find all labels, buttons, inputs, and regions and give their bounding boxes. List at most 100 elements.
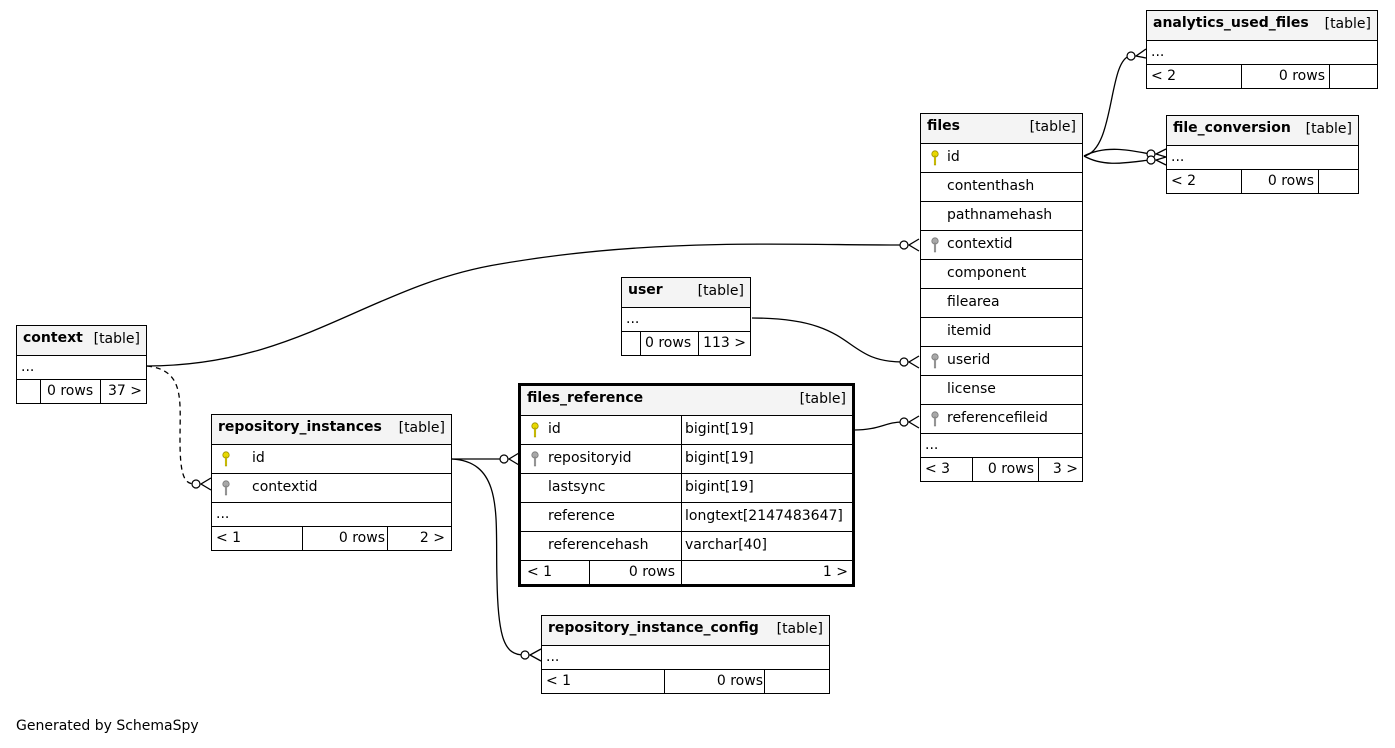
foreign-key-icon xyxy=(931,237,939,253)
column-row: license xyxy=(921,375,1082,404)
crowfoot xyxy=(507,452,520,466)
table-type: [table] xyxy=(776,621,823,637)
edge-end-circle xyxy=(899,357,909,367)
table-type: [table] xyxy=(1324,16,1371,32)
column-row: component xyxy=(921,259,1082,288)
column-row: id xyxy=(212,444,451,473)
edge-files-analytics xyxy=(1083,55,1131,157)
table-name: repository_instance_config xyxy=(548,620,759,636)
edge-end-circle xyxy=(899,417,909,427)
column-name: license xyxy=(947,381,996,397)
table-type: [table] xyxy=(1029,119,1076,135)
column-type: bigint[19] xyxy=(685,421,754,437)
table-name: repository_instances xyxy=(218,419,382,435)
table-header: files_reference [table] xyxy=(521,386,852,415)
more-ellipsis: ... xyxy=(21,359,35,375)
column-row: id xyxy=(921,143,1082,172)
crowfoot xyxy=(907,238,920,252)
edge-end-circle xyxy=(899,240,909,250)
footer-children: 113 > xyxy=(703,335,746,351)
primary-key-icon xyxy=(531,422,539,438)
column-name: repositoryid xyxy=(548,450,632,466)
table-user[interactable]: user [table] ... 0 rows 113 > xyxy=(621,277,751,356)
column-name: reference xyxy=(548,508,615,524)
edge-files-conversion-b xyxy=(1083,155,1151,164)
table-analytics-used-files[interactable]: analytics_used_files [table] ... < 2 0 r… xyxy=(1146,10,1378,89)
table-footer: < 1 0 rows xyxy=(542,669,829,693)
foreign-key-icon xyxy=(931,411,939,427)
edge-end-circle xyxy=(191,479,201,489)
footer-children: 1 > xyxy=(822,564,848,580)
crowfoot xyxy=(199,477,212,491)
table-header: user [table] xyxy=(622,278,750,307)
table-footer: 0 rows 113 > xyxy=(622,331,750,355)
table-header: context [table] xyxy=(17,326,146,355)
column-type: bigint[19] xyxy=(685,450,754,466)
foreign-key-icon xyxy=(931,353,939,369)
footer-rows: 0 rows xyxy=(1278,68,1325,84)
column-row: contenthash xyxy=(921,172,1082,201)
generated-by-note: Generated by SchemaSpy xyxy=(16,718,199,734)
table-footer: < 3 0 rows 3 > xyxy=(921,457,1082,481)
footer-parents: < 1 xyxy=(546,673,572,689)
table-file-conversion[interactable]: file_conversion [table] ... < 2 0 rows xyxy=(1166,115,1359,194)
column-name: itemid xyxy=(947,323,992,339)
edge-context-files xyxy=(146,243,904,367)
footer-parents: < 2 xyxy=(1171,173,1197,189)
column-row: id bigint[19] xyxy=(521,415,852,444)
column-name: referencehash xyxy=(548,537,649,553)
column-row: lastsync bigint[19] xyxy=(521,473,852,502)
column-row: userid xyxy=(921,346,1082,375)
table-footer: < 2 0 rows xyxy=(1167,169,1358,193)
footer-rows: 0 rows xyxy=(47,383,94,399)
table-footer: < 1 0 rows 2 > xyxy=(212,526,451,550)
column-name: contenthash xyxy=(947,178,1035,194)
more-row: ... xyxy=(542,645,829,669)
footer-rows: 0 rows xyxy=(1267,173,1314,189)
table-name: files xyxy=(927,118,961,134)
table-header: analytics_used_files [table] xyxy=(1147,11,1377,40)
table-context[interactable]: context [table] ... 0 rows 37 > xyxy=(16,325,147,404)
column-row: filearea xyxy=(921,288,1082,317)
edge-repoinst-config xyxy=(451,458,525,656)
column-row: pathnamehash xyxy=(921,201,1082,230)
table-header: files [table] xyxy=(921,114,1082,143)
more-ellipsis: ... xyxy=(216,506,230,522)
more-row: ... xyxy=(622,307,750,331)
column-row: reference longtext[2147483647] xyxy=(521,502,852,531)
column-name: id xyxy=(947,149,960,165)
column-row: referencefileid xyxy=(921,404,1082,433)
table-repository-instance-config[interactable]: repository_instance_config [table] ... <… xyxy=(541,615,830,694)
column-name: id xyxy=(548,421,561,437)
edge-end-circle xyxy=(499,454,509,464)
more-ellipsis: ... xyxy=(626,311,640,327)
footer-parents: < 2 xyxy=(1151,68,1177,84)
table-files-reference[interactable]: files_reference [table] id bigint[19] re… xyxy=(518,383,855,587)
table-footer: < 2 0 rows xyxy=(1147,64,1377,88)
column-row: repositoryid bigint[19] xyxy=(521,444,852,473)
table-type: [table] xyxy=(93,331,140,347)
table-header: file_conversion [table] xyxy=(1167,116,1358,145)
column-name: id xyxy=(252,450,265,466)
more-ellipsis: ... xyxy=(925,437,939,453)
column-row: contextid xyxy=(212,473,451,502)
table-name: analytics_used_files xyxy=(1153,15,1309,31)
footer-rows: 0 rows xyxy=(645,335,692,351)
more-ellipsis: ... xyxy=(1171,149,1185,165)
crowfoot xyxy=(1154,156,1167,166)
table-repository-instances[interactable]: repository_instances [table] id contexti… xyxy=(211,414,452,551)
more-row: ... xyxy=(1147,40,1377,64)
footer-children: 37 > xyxy=(108,383,142,399)
more-ellipsis: ... xyxy=(546,649,560,665)
footer-rows: 0 rows xyxy=(338,530,385,546)
edge-files-conversion-a xyxy=(1083,148,1151,157)
column-row: referencehash varchar[40] xyxy=(521,531,852,560)
edge-user-files xyxy=(751,317,904,363)
column-row: contextid xyxy=(921,230,1082,259)
column-type: bigint[19] xyxy=(685,479,754,495)
table-header: repository_instances [table] xyxy=(212,415,451,444)
column-name: userid xyxy=(947,352,991,368)
column-type: varchar[40] xyxy=(685,537,767,553)
table-files[interactable]: files [table] id contenthash pathnamehas… xyxy=(920,113,1083,482)
footer-parents: < 1 xyxy=(216,530,242,546)
